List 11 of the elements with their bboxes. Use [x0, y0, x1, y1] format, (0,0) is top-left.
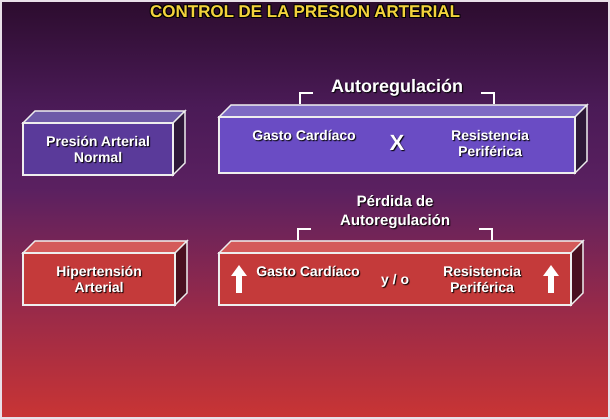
box-label: Presión Arterial Normal	[45, 133, 151, 165]
box-label: Gasto Cardíaco	[251, 127, 357, 143]
operator: X	[388, 131, 406, 155]
box-label: Resistencia Periférica	[450, 127, 530, 159]
heading: Pérdida de Autoregulación	[338, 192, 451, 230]
box-label: Gasto Cardíaco	[255, 263, 361, 279]
title: CONTROL DE LA PRESION ARTERIAL	[148, 4, 462, 20]
box-label: Resistencia Periférica	[442, 263, 522, 295]
operator: y / o	[380, 271, 410, 287]
box-label: Hipertensión Arterial	[55, 263, 143, 295]
heading: Autoregulación	[330, 75, 464, 98]
